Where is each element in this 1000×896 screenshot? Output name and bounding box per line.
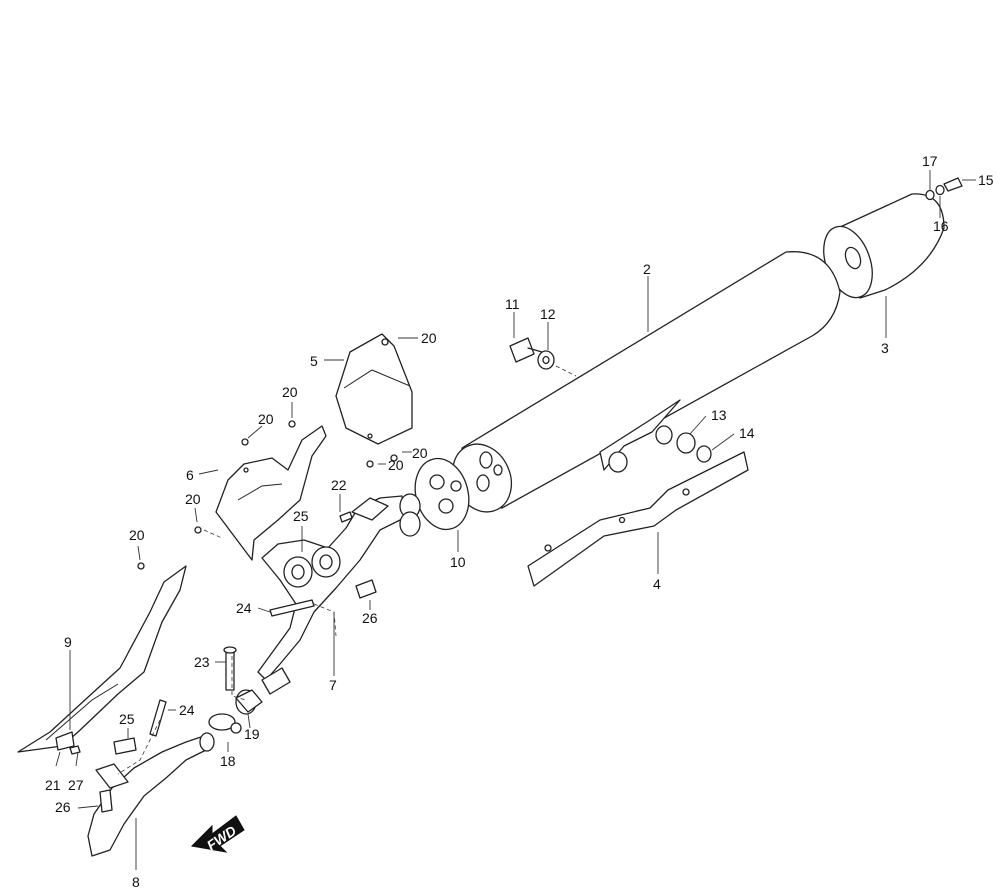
part-5-heat-shield (335, 333, 413, 445)
part-7-header-pipe-rear (257, 493, 421, 695)
callout-24a: 24 (236, 600, 252, 616)
part-6-heat-shield (215, 425, 327, 561)
callout-20e: 20 (258, 411, 274, 427)
callout-23: 23 (194, 654, 210, 670)
callout-21: 21 (45, 777, 61, 793)
callout-26b: 26 (55, 799, 71, 815)
part-17-washer (925, 189, 935, 201)
part-18-clamp (208, 713, 242, 734)
callout-4: 4 (653, 576, 661, 592)
part-8-header-pipe-front (87, 732, 215, 857)
callout-25a: 25 (293, 508, 309, 524)
callout-25b: 25 (119, 711, 135, 727)
callout-20g: 20 (129, 527, 145, 543)
callout-16: 16 (933, 218, 949, 234)
part-20-screws (137, 338, 398, 570)
callout-20b: 20 (412, 445, 428, 461)
callout-14: 14 (739, 425, 755, 441)
part-27-bolt (69, 745, 81, 755)
callout-20d: 20 (282, 384, 298, 400)
part-9-heat-shield-front (17, 565, 187, 753)
part-19-sleeve (235, 689, 263, 715)
part-11-bolt (509, 337, 543, 363)
part-25-gasket-lower (113, 737, 137, 755)
callout-24b: 24 (179, 702, 195, 718)
callout-11: 11 (505, 296, 520, 312)
callout-22: 22 (331, 477, 347, 493)
callout-15: 15 (978, 172, 994, 188)
part-22-bolt (339, 511, 353, 523)
part-12-washer (537, 350, 555, 370)
part-10-gasket (414, 457, 470, 531)
part-23-bolt (223, 646, 237, 691)
callout-13: 13 (711, 407, 727, 423)
callout-17: 17 (922, 153, 938, 169)
part-15-screw (943, 177, 963, 192)
callout-19: 19 (244, 726, 260, 742)
callout-9: 9 (64, 634, 72, 650)
callout-27: 27 (68, 777, 84, 793)
part-13-spacer (676, 432, 696, 454)
part-16-washer (935, 184, 945, 196)
callout-2: 2 (643, 261, 651, 277)
callout-20a: 20 (421, 330, 437, 346)
part-24-stud-lower (149, 699, 167, 737)
callout-6: 6 (186, 467, 194, 483)
callout-20f: 20 (185, 491, 201, 507)
leader-lines (55, 170, 976, 870)
callout-12: 12 (540, 306, 556, 322)
callout-5: 5 (310, 353, 318, 369)
callout-10: 10 (450, 554, 466, 570)
callout-8: 8 (132, 874, 140, 890)
callout-20c: 20 (388, 457, 404, 473)
callout-3: 3 (881, 340, 889, 356)
part-24-stud-upper (269, 599, 315, 617)
callout-18: 18 (220, 753, 236, 769)
callout-7: 7 (329, 677, 337, 693)
part-2-muffler (451, 251, 841, 513)
callout-26a: 26 (362, 610, 378, 626)
part-26-sensor-upper (355, 579, 377, 599)
callout-labels: 2 3 4 5 6 7 8 9 10 11 12 13 14 15 16 17 … (45, 153, 994, 890)
fwd-direction-arrow: FWD (190, 815, 245, 853)
part-14-bolt (696, 445, 712, 463)
part-4-hanger-bracket (527, 451, 749, 587)
